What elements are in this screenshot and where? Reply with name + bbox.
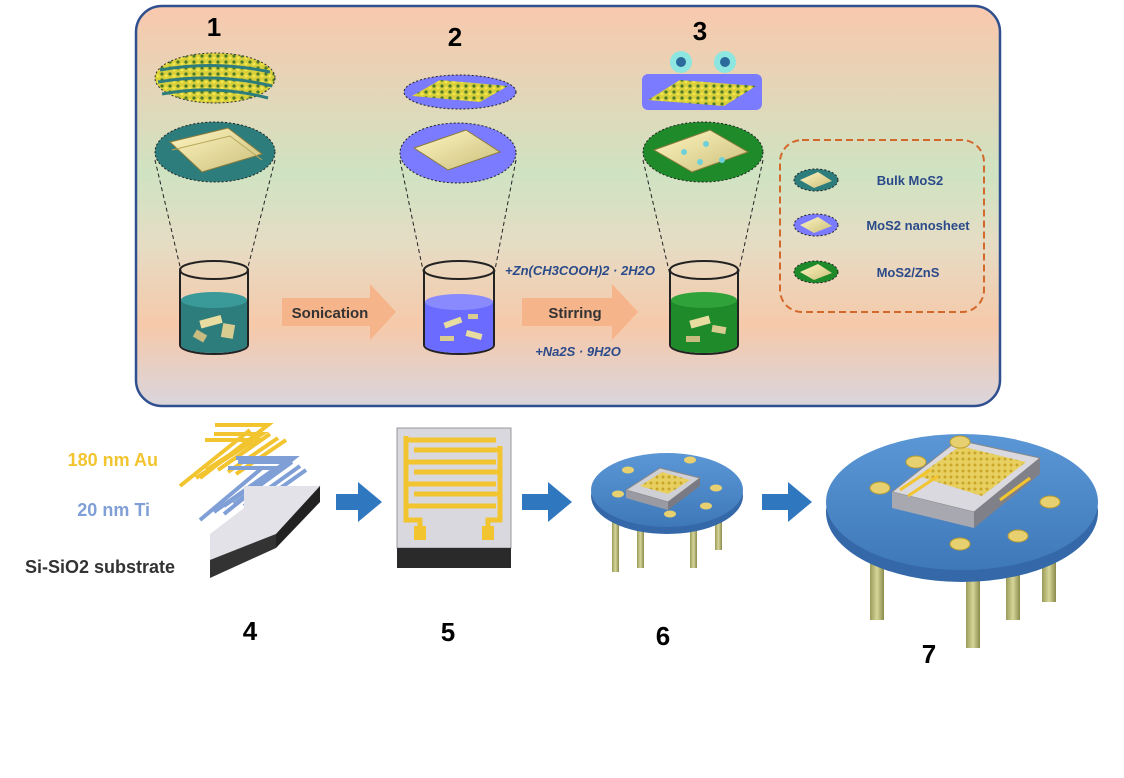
sonication-arrow: Sonication bbox=[282, 284, 396, 340]
step-number-2: 2 bbox=[448, 22, 462, 52]
step-number-7: 7 bbox=[922, 639, 936, 669]
stage-5-interdigitated-electrode bbox=[396, 427, 512, 568]
stage-6-mounted-sensor bbox=[591, 453, 743, 572]
sonication-label: Sonication bbox=[292, 305, 369, 322]
stirring-label: Stirring bbox=[548, 305, 601, 322]
step-number-1: 1 bbox=[207, 12, 221, 42]
stage-2-mos2-nanosheet bbox=[399, 74, 517, 355]
arrow-4-to-5 bbox=[336, 482, 382, 522]
stage-1-bulk-mos2 bbox=[154, 52, 276, 355]
step-number-4: 4 bbox=[243, 616, 258, 646]
layer-label-au: 180 nm Au bbox=[68, 450, 158, 470]
substrate-block bbox=[210, 486, 320, 560]
arrow-6-to-7 bbox=[762, 482, 812, 522]
step-number-6: 6 bbox=[656, 621, 670, 651]
stirring-arrow: +Zn(CH3COOH)2 · 2H2O Stirring +Na2S · 9H… bbox=[505, 263, 655, 359]
stage-4-exploded-layers bbox=[178, 423, 321, 578]
legend-bulk-label: Bulk MoS2 bbox=[877, 173, 943, 188]
stage-7-mounted-sensor-large bbox=[826, 434, 1098, 648]
stage-3-mos2-zns bbox=[642, 51, 764, 355]
layer-label-ti: 20 nm Ti bbox=[77, 500, 150, 520]
au-electrode-layer bbox=[178, 423, 288, 488]
arrow-5-to-6 bbox=[522, 482, 572, 522]
layer-label-substrate: Si-SiO2 substrate bbox=[25, 557, 175, 577]
step-number-5: 5 bbox=[441, 617, 455, 647]
legend-composite-label: MoS2/ZnS bbox=[877, 265, 940, 280]
legend-nanosheet-label: MoS2 nanosheet bbox=[866, 218, 970, 233]
reagent-sodium-sulfide: +Na2S · 9H2O bbox=[535, 344, 621, 359]
step-number-3: 3 bbox=[693, 16, 707, 46]
legend: Bulk MoS2 MoS2 nanosheet MoS2/ZnS bbox=[779, 139, 985, 313]
reagent-zinc-acetate: +Zn(CH3COOH)2 · 2H2O bbox=[505, 263, 655, 278]
legend-box bbox=[779, 139, 985, 313]
